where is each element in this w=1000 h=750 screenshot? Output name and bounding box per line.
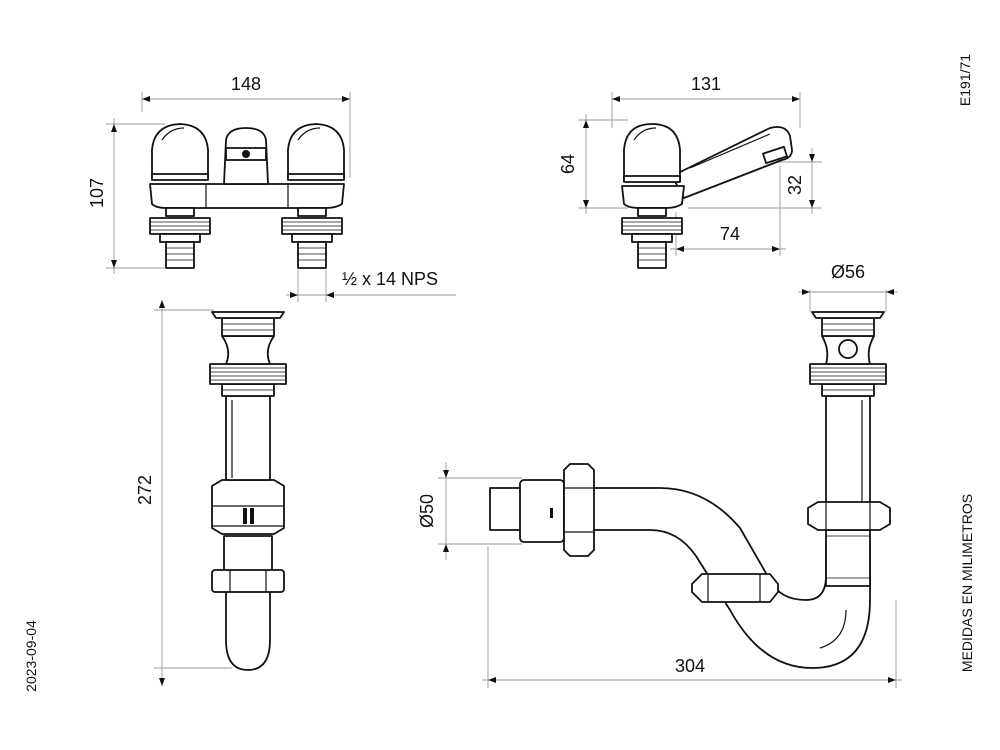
dim-trap-diameter: Ø50 xyxy=(417,494,437,528)
faucet-front-view: 148 107 xyxy=(87,74,456,302)
dim-trap-length: 304 xyxy=(675,656,705,676)
dim-thread: ½ x 14 NPS xyxy=(342,269,438,289)
faucet-side-view: 131 64 32 74 xyxy=(558,74,822,269)
dim-spout-height: 32 xyxy=(785,175,805,195)
drain-trap-side-view: Ø56 Ø50 304 xyxy=(417,262,902,688)
dim-spout-reach: 74 xyxy=(720,224,740,244)
dim-drain-diameter: Ø56 xyxy=(831,262,865,282)
dim-side-height: 64 xyxy=(558,154,578,174)
dim-faucet-width: 148 xyxy=(231,74,261,94)
dim-faucet-height: 107 xyxy=(87,178,107,208)
units-note: MEDIDAS EN MILIMETROS xyxy=(959,494,975,672)
dim-drain-height: 272 xyxy=(135,475,155,505)
model-code: E191/71 xyxy=(957,54,973,106)
drawing-date: 2023-09-04 xyxy=(23,620,39,692)
dim-side-width: 131 xyxy=(691,74,721,94)
drain-front-view: 272 xyxy=(135,300,287,686)
